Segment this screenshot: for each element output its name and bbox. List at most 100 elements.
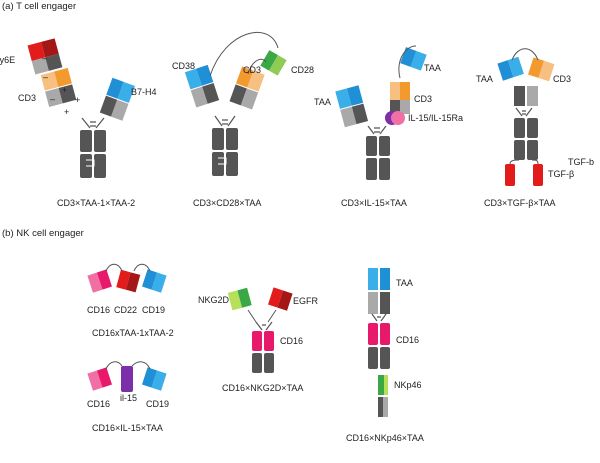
scfv-domain-icon bbox=[378, 375, 384, 395]
charge-mark: – bbox=[42, 53, 47, 63]
antibody-fc-icon bbox=[380, 347, 390, 369]
scfv-domain-icon bbox=[527, 86, 538, 106]
label-cd28: CD28 bbox=[291, 65, 314, 75]
scfv-domain-icon bbox=[340, 106, 357, 128]
antibody-fc-icon bbox=[368, 347, 378, 369]
scfv-domain-icon bbox=[400, 100, 410, 114]
scfv-domain-icon bbox=[268, 287, 284, 308]
scfv-domain-icon bbox=[54, 67, 72, 88]
label-b7h4: B7-H4 bbox=[131, 87, 157, 97]
scfv-domain-icon bbox=[202, 82, 220, 104]
label-cd3: CD3 bbox=[553, 74, 571, 84]
left-arm bbox=[184, 64, 220, 108]
scfv-domain-icon bbox=[190, 86, 208, 108]
label-taa: TAA bbox=[396, 278, 413, 288]
construct-cd16-taa1-taa2: CD16 CD22 CD19 CD16xTAA-1xTAA-2 bbox=[87, 263, 174, 338]
scfv-domain-icon bbox=[111, 99, 129, 121]
scfv-domain-icon bbox=[269, 55, 287, 76]
scfv-domain-icon bbox=[142, 367, 158, 388]
scfv-domain-icon bbox=[346, 85, 364, 106]
label-cd16: CD16 bbox=[87, 305, 110, 315]
scfv-domain-icon bbox=[264, 331, 274, 351]
antibody-fc-icon bbox=[212, 128, 224, 150]
label-egfr: EGFR bbox=[293, 296, 319, 306]
cd28-domain bbox=[260, 50, 287, 76]
scfv-domain-icon bbox=[229, 84, 247, 106]
right-arm bbox=[229, 66, 265, 110]
cytokine-icon bbox=[391, 111, 405, 125]
label-cd3: CD3 bbox=[18, 93, 36, 103]
scfv-domain-icon bbox=[96, 269, 112, 290]
scfv-domain-icon bbox=[96, 367, 112, 388]
caption-b1: CD16xTAA-1xTAA-2 bbox=[92, 328, 174, 338]
scfv-domain-icon bbox=[260, 50, 278, 71]
linker-line bbox=[247, 309, 277, 323]
scfv-domain-icon bbox=[99, 95, 118, 117]
scfv-domain-icon bbox=[45, 87, 63, 108]
antibody-fc-icon bbox=[80, 130, 92, 152]
left-arm bbox=[27, 38, 77, 108]
label-cd3: CD3 bbox=[243, 65, 261, 75]
scfv-domain-icon bbox=[400, 82, 410, 100]
cytokine-icon bbox=[505, 164, 515, 186]
left-arm bbox=[335, 85, 369, 128]
scfv-domain-icon bbox=[27, 41, 46, 62]
scfv-domain-icon bbox=[125, 272, 141, 293]
right-arm bbox=[99, 77, 135, 121]
scfv-domain-icon bbox=[390, 82, 400, 100]
scfv-domain-icon bbox=[277, 290, 293, 311]
label-il15: IL-15/IL-15Ra bbox=[408, 113, 463, 123]
scfv-domain-icon bbox=[497, 60, 514, 81]
scfv-domain-icon bbox=[240, 88, 259, 110]
scfv-domain-icon bbox=[380, 292, 390, 314]
scfv-domain-icon bbox=[390, 100, 400, 114]
antibody-fc-icon bbox=[379, 136, 390, 156]
label-cd19: CD19 bbox=[142, 305, 165, 315]
label-cd16: CD16 bbox=[87, 399, 110, 409]
caption-a4: CD3×TGF-β×TAA bbox=[484, 198, 556, 208]
label-tgfb-top: TGF-b bbox=[568, 157, 594, 167]
construct-cd16-nkp46-taa: TAA CD16 NKp46 CD16×NKp46×TAA bbox=[346, 268, 424, 443]
scfv-domain-icon bbox=[184, 68, 202, 90]
scfv-domain-icon bbox=[514, 86, 525, 106]
construct-cd3-taa1-taa2: – – + + – + Ly6E CD3 B7-H4 CD3×TAA-1×TAA… bbox=[0, 38, 157, 208]
scfv-domain-icon bbox=[380, 268, 390, 290]
hinge-icon bbox=[81, 117, 105, 129]
linker-line bbox=[209, 32, 279, 77]
charge-mark: – bbox=[43, 72, 48, 82]
scfv-domain-icon bbox=[45, 53, 63, 71]
scfv-domain-icon bbox=[528, 57, 545, 78]
caption-b2: CD16×IL-15×TAA bbox=[92, 423, 163, 433]
scfv-domain-icon bbox=[41, 38, 59, 58]
scfv-domain-icon bbox=[87, 370, 103, 391]
taa-domain bbox=[400, 47, 427, 71]
scfv-domain-icon bbox=[368, 292, 378, 314]
scfv-domain-icon bbox=[116, 269, 131, 290]
cytokine-icon bbox=[533, 164, 543, 186]
label-cd22: CD22 bbox=[114, 305, 137, 315]
antibody-fc-icon bbox=[366, 158, 377, 180]
scfv-domain-icon bbox=[106, 77, 124, 99]
charge-mark: + bbox=[62, 85, 67, 95]
linker-line bbox=[105, 361, 151, 370]
section-title-t-cell: (a) T cell engager bbox=[2, 1, 76, 12]
scfv-domain-icon bbox=[227, 290, 243, 311]
scfv-domain-icon bbox=[142, 269, 158, 290]
scfv-domain-icon bbox=[151, 272, 167, 293]
antibody-fc-icon bbox=[226, 152, 238, 176]
scfv-domain-icon bbox=[538, 60, 555, 82]
charge-mark: + bbox=[75, 95, 80, 105]
label-cd16: CD16 bbox=[280, 336, 303, 346]
section-title-nk-cell: (b) NK cell engager bbox=[2, 228, 84, 239]
linker-line bbox=[247, 58, 267, 75]
scfv-domain-icon bbox=[40, 71, 59, 91]
construct-cd3-il15-taa: TAA TAA CD3 IL-15/IL-15Ra CD3×IL-15×TAA bbox=[314, 45, 463, 208]
linker-line bbox=[509, 159, 539, 165]
taa-domain bbox=[497, 56, 524, 81]
scfv-domain-icon bbox=[335, 88, 352, 109]
caption-a2: CD3×CD28×TAA bbox=[193, 198, 261, 208]
label-cd19: CD19 bbox=[146, 399, 169, 409]
label-cd3: CD3 bbox=[414, 94, 432, 104]
scfv-domain-icon bbox=[368, 268, 378, 290]
